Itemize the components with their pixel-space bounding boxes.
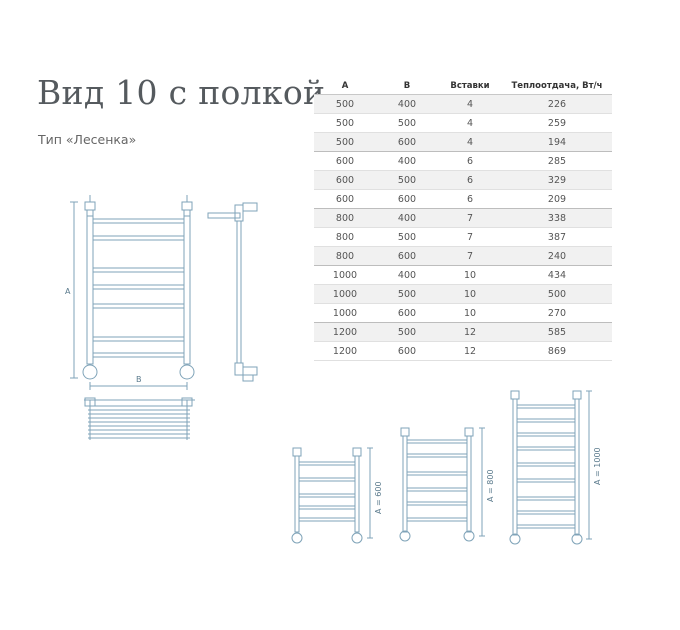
cell-inserts: 7 <box>438 208 502 228</box>
cell-a: 1200 <box>314 341 376 361</box>
cell-inserts: 12 <box>438 322 502 342</box>
cell-inserts: 6 <box>438 170 502 190</box>
cell-a: 600 <box>314 189 376 209</box>
cell-heat-output: 434 <box>502 265 612 285</box>
size-variant-600-diagram: A = 600 <box>291 447 383 544</box>
cell-b: 400 <box>376 94 438 114</box>
cell-heat-output: 500 <box>502 284 612 304</box>
cell-a: 1200 <box>314 322 376 342</box>
cell-heat-output: 226 <box>502 94 612 114</box>
cell-b: 500 <box>376 170 438 190</box>
page-title: Вид 10 с полкой <box>37 73 326 112</box>
cell-b: 600 <box>376 189 438 209</box>
header-heat-output: Теплоотдача, Вт/ч <box>502 77 612 95</box>
cell-a: 1000 <box>314 284 376 304</box>
cell-a: 500 <box>314 94 376 114</box>
size-label-800: A = 800 <box>486 469 495 502</box>
cell-heat-output: 259 <box>502 113 612 133</box>
cell-b: 400 <box>376 265 438 285</box>
size-variant-800-diagram: A = 800 <box>399 427 495 542</box>
cell-a: 500 <box>314 113 376 133</box>
cell-inserts: 10 <box>438 265 502 285</box>
cell-b: 500 <box>376 113 438 133</box>
cell-b: 400 <box>376 208 438 228</box>
cell-inserts: 10 <box>438 303 502 323</box>
cell-b: 500 <box>376 322 438 342</box>
cell-a: 1000 <box>314 303 376 323</box>
header-b: B <box>376 77 438 95</box>
cell-heat-output: 194 <box>502 132 612 152</box>
size-variant-1000-diagram: A = 1000 <box>509 390 602 545</box>
size-label-600: A = 600 <box>374 481 383 514</box>
cell-b: 500 <box>376 284 438 304</box>
cell-a: 1000 <box>314 265 376 285</box>
dimension-label-a: A <box>65 287 71 296</box>
cell-a: 500 <box>314 132 376 152</box>
cell-b: 500 <box>376 227 438 247</box>
cell-a: 800 <box>314 227 376 247</box>
dimension-label-b: B <box>136 375 142 384</box>
cell-inserts: 4 <box>438 94 502 114</box>
front-view-diagram: A B <box>65 195 195 440</box>
cell-inserts: 6 <box>438 189 502 209</box>
cell-heat-output: 387 <box>502 227 612 247</box>
header-a: A <box>314 77 376 95</box>
side-view-diagram <box>207 202 258 382</box>
cell-inserts: 6 <box>438 151 502 171</box>
cell-a: 800 <box>314 246 376 266</box>
cell-a: 800 <box>314 208 376 228</box>
cell-inserts: 7 <box>438 227 502 247</box>
cell-inserts: 4 <box>438 132 502 152</box>
cell-a: 600 <box>314 151 376 171</box>
table-header-row: A B Вставки Теплоотдача, Вт/ч <box>314 77 612 95</box>
cell-inserts: 10 <box>438 284 502 304</box>
cell-inserts: 4 <box>438 113 502 133</box>
page-subtitle: Тип «Лесенка» <box>38 132 137 147</box>
cell-inserts: 7 <box>438 246 502 266</box>
cell-heat-output: 869 <box>502 341 612 361</box>
cell-b: 400 <box>376 151 438 171</box>
cell-heat-output: 285 <box>502 151 612 171</box>
cell-heat-output: 270 <box>502 303 612 323</box>
cell-heat-output: 338 <box>502 208 612 228</box>
size-label-1000: A = 1000 <box>593 447 602 485</box>
cell-b: 600 <box>376 341 438 361</box>
cell-heat-output: 585 <box>502 322 612 342</box>
header-inserts: Вставки <box>438 77 502 95</box>
cell-heat-output: 209 <box>502 189 612 209</box>
cell-b: 600 <box>376 303 438 323</box>
cell-b: 600 <box>376 246 438 266</box>
cell-b: 600 <box>376 132 438 152</box>
cell-a: 600 <box>314 170 376 190</box>
cell-inserts: 12 <box>438 341 502 361</box>
cell-heat-output: 240 <box>502 246 612 266</box>
cell-heat-output: 329 <box>502 170 612 190</box>
